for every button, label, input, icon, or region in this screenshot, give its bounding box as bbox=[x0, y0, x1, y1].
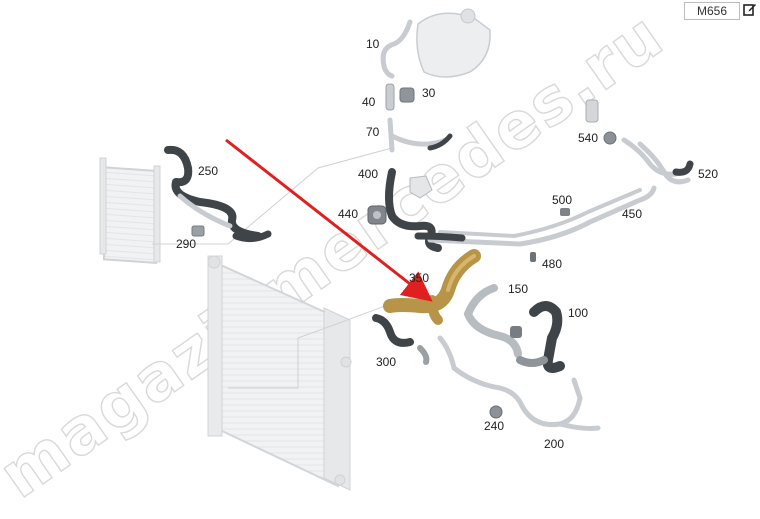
expansion-tank bbox=[416, 8, 491, 78]
pipe-200b bbox=[557, 421, 601, 431]
hose-350-highlighted bbox=[383, 249, 481, 325]
thermostat-housing bbox=[409, 175, 433, 199]
callout-290[interactable]: 290 bbox=[176, 237, 196, 251]
pipe-200 bbox=[437, 335, 583, 428]
pump-440 bbox=[367, 205, 387, 225]
hose-250 bbox=[164, 145, 262, 240]
callout-30[interactable]: 30 bbox=[422, 86, 436, 100]
hose-450-end bbox=[414, 232, 466, 242]
callout-450[interactable]: 450 bbox=[622, 207, 642, 221]
hose-150 bbox=[463, 284, 522, 358]
hose-300-b bbox=[417, 345, 430, 365]
callout-440[interactable]: 440 bbox=[338, 207, 358, 221]
pipe-250-light bbox=[177, 193, 233, 229]
pipe-450 bbox=[427, 185, 657, 247]
callout-250[interactable]: 250 bbox=[198, 164, 218, 178]
callout-200[interactable]: 200 bbox=[544, 437, 564, 451]
assembly-guide-lines bbox=[152, 147, 393, 389]
small-radiator bbox=[99, 157, 161, 264]
callout-300[interactable]: 300 bbox=[376, 355, 396, 369]
callout-70[interactable]: 70 bbox=[366, 125, 380, 139]
callout-520[interactable]: 520 bbox=[698, 167, 718, 181]
callout-480[interactable]: 480 bbox=[542, 257, 562, 271]
callout-150[interactable]: 150 bbox=[508, 282, 528, 296]
connector-150 bbox=[510, 326, 522, 338]
pipe-450b bbox=[438, 188, 642, 239]
fitting-40 bbox=[385, 83, 395, 111]
bracket-290 bbox=[191, 225, 205, 237]
pipe-520 bbox=[621, 137, 691, 185]
sensor-540 bbox=[585, 99, 617, 145]
bolt-480 bbox=[530, 252, 536, 262]
hose-10 bbox=[380, 19, 413, 79]
callout-240[interactable]: 240 bbox=[484, 419, 504, 433]
callout-500[interactable]: 500 bbox=[552, 193, 572, 207]
callout-40[interactable]: 40 bbox=[362, 95, 376, 109]
hose-250-end bbox=[232, 230, 272, 243]
callout-labels: 10 30 40 70 100 150 200 240 250 290 300 … bbox=[176, 37, 718, 451]
bolt-500 bbox=[560, 208, 570, 216]
main-radiator bbox=[207, 255, 352, 491]
hose-520 bbox=[672, 160, 694, 176]
hose-300 bbox=[372, 314, 414, 347]
edit-icon[interactable] bbox=[743, 2, 757, 16]
hose-70-end bbox=[427, 133, 453, 151]
grommet-240 bbox=[489, 405, 503, 419]
valve-30 bbox=[399, 87, 415, 103]
callout-400[interactable]: 400 bbox=[358, 167, 378, 181]
callout-10[interactable]: 10 bbox=[366, 37, 380, 51]
diagram-code-badge: M656 bbox=[684, 2, 740, 20]
pointer-arrow bbox=[225, 138, 433, 302]
hose-100-b bbox=[516, 356, 548, 367]
hose-100 bbox=[529, 301, 565, 373]
callout-540[interactable]: 540 bbox=[578, 131, 598, 145]
callout-350[interactable]: 350 bbox=[409, 271, 429, 285]
callout-100[interactable]: 100 bbox=[568, 306, 588, 320]
